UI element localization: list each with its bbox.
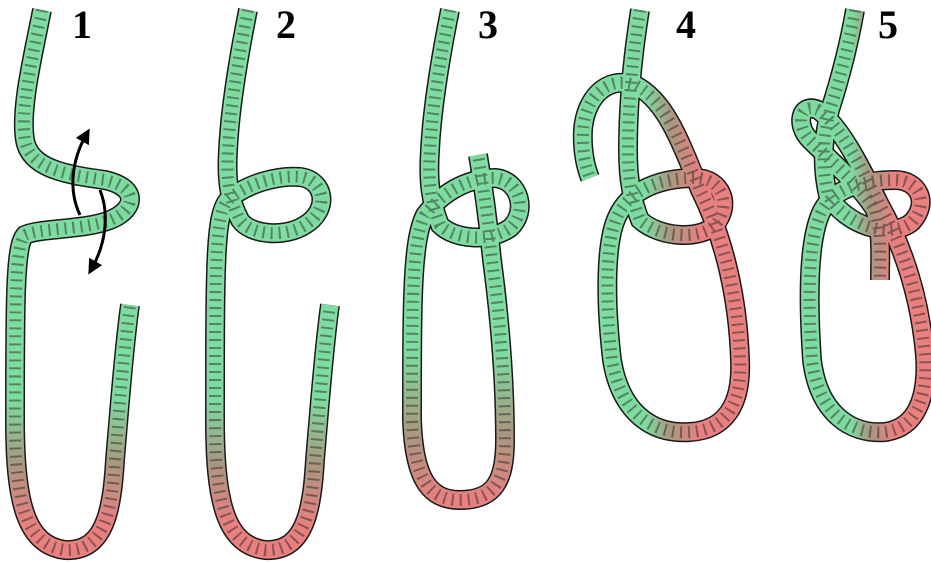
step-number: 3 (478, 2, 498, 47)
step-5: 5 (801, 2, 925, 432)
step-4: 4 (583, 2, 740, 432)
step-number: 5 (878, 2, 898, 47)
rope-step-1 (15, 10, 130, 550)
step-3: 3 (412, 2, 520, 500)
rope-step-2 (215, 10, 330, 550)
rope-step-5 (801, 10, 925, 432)
rope-step-4 (583, 10, 740, 432)
step-2: 2 (215, 2, 330, 550)
step-number: 1 (72, 2, 92, 47)
step-1: 1 (15, 2, 130, 550)
step-number: 2 (276, 2, 296, 47)
rope-step-3 (412, 10, 520, 500)
step-number: 4 (676, 2, 696, 47)
rotation-arrows-icon (73, 135, 105, 268)
